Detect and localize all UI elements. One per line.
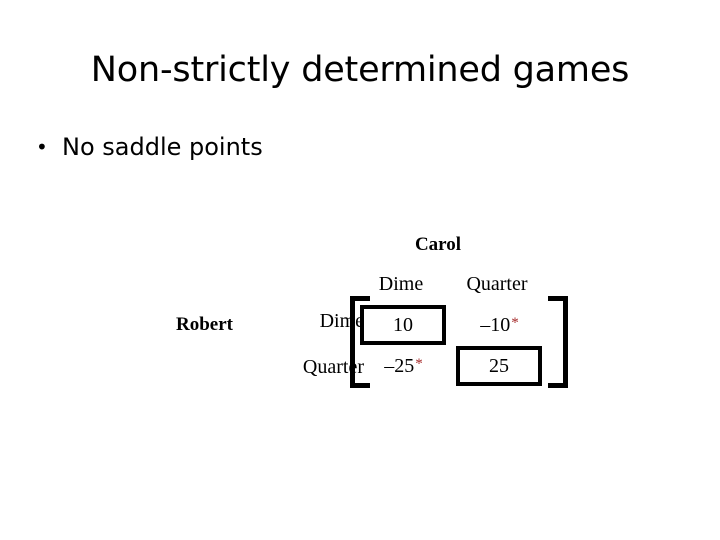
page-title: Non-strictly determined games bbox=[90, 50, 630, 90]
matrix-cell-value: –25 bbox=[384, 354, 415, 377]
matrix-cell-value: 25 bbox=[489, 354, 509, 377]
payoff-matrix: Carol Robert Dime Quarter Dime Quarter 1… bbox=[168, 234, 588, 399]
matrix-column-header-quarter: Quarter bbox=[466, 273, 528, 295]
matrix-cell-r0c1: –10 * bbox=[480, 313, 519, 336]
matrix-cell-value: –10 bbox=[480, 313, 511, 336]
matrix-bracket-right bbox=[548, 296, 568, 388]
bullet-item-label: No saddle points bbox=[62, 133, 263, 161]
matrix-row-player-label: Robert bbox=[176, 314, 233, 335]
matrix-cell-r1c1: 25 * bbox=[456, 346, 542, 386]
bullet-list: • No saddle points bbox=[36, 131, 676, 163]
matrix-row-header-quarter: Quarter bbox=[302, 356, 364, 378]
matrix-cell-r0c0: 10 * bbox=[360, 305, 446, 345]
bullet-marker-icon: • bbox=[36, 135, 48, 159]
list-item: • No saddle points bbox=[36, 131, 676, 163]
matrix-column-header-dime: Dime bbox=[378, 273, 424, 295]
matrix-cell-value: 10 bbox=[393, 313, 413, 336]
matrix-cell-r1c0: –25 * bbox=[384, 354, 423, 377]
matrix-bracket-left bbox=[350, 296, 370, 388]
matrix-column-player-label: Carol bbox=[414, 234, 462, 255]
